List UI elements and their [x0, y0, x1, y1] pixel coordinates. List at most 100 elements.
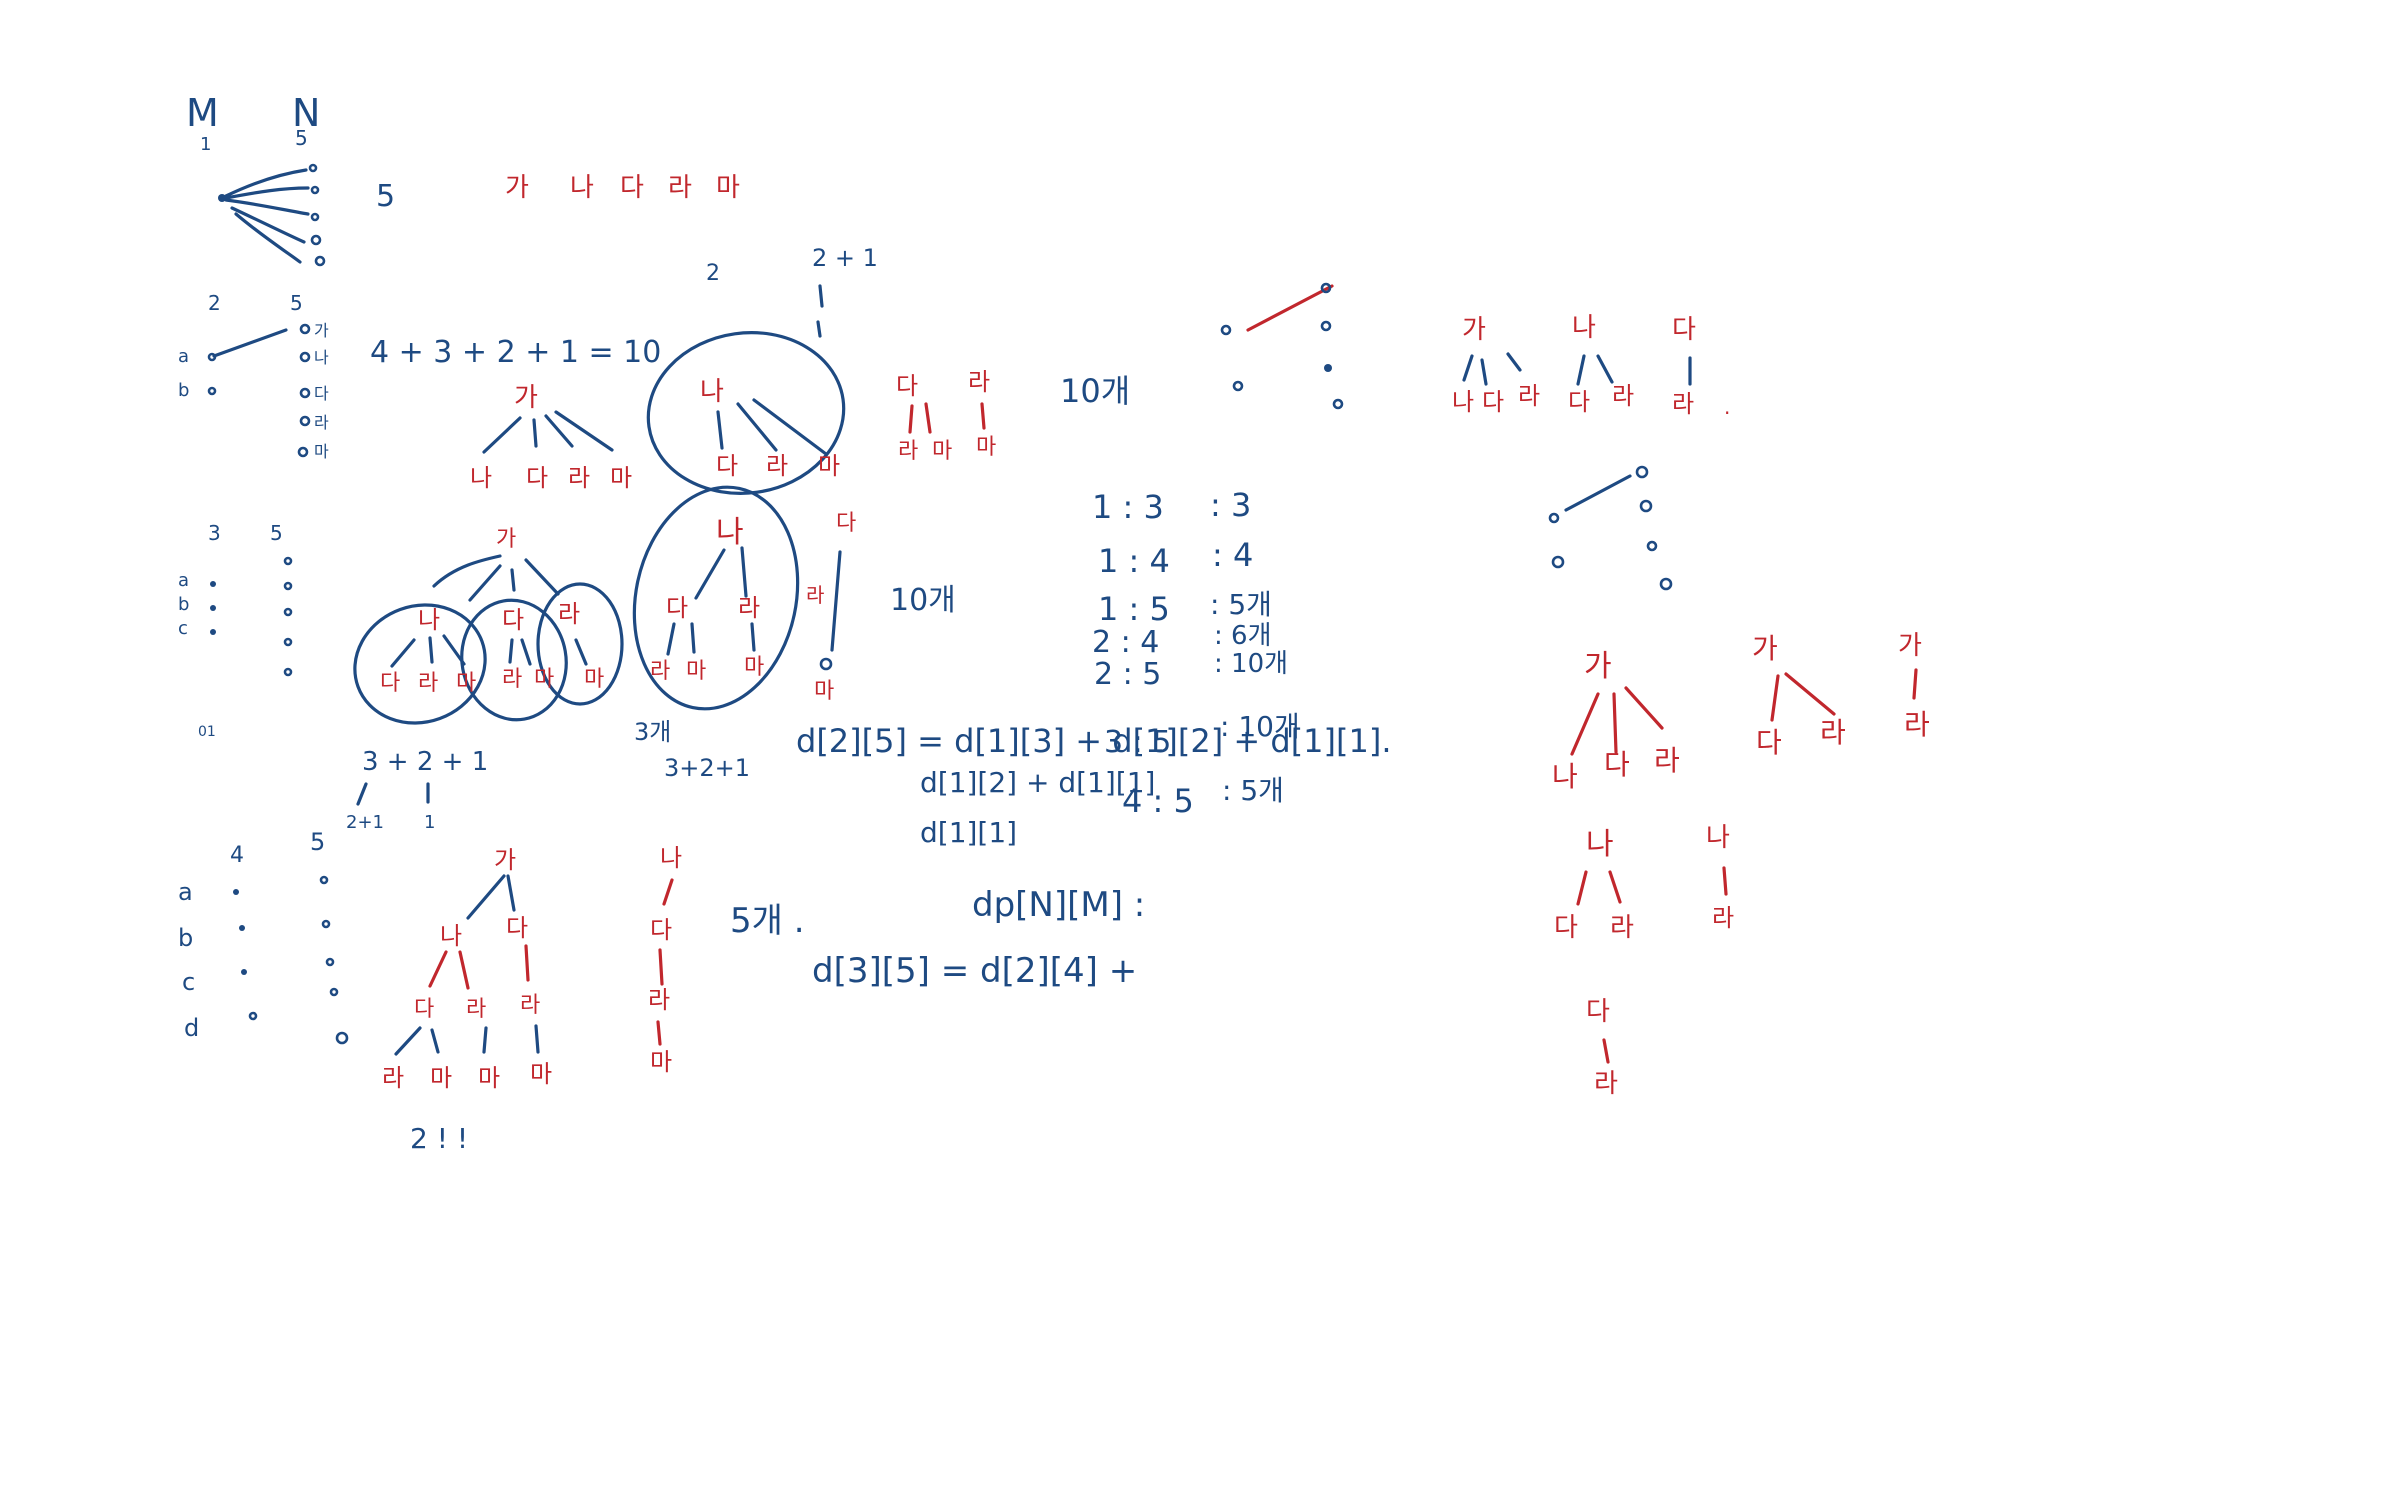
svg-text:마: 마 — [314, 442, 329, 461]
edge — [224, 186, 310, 200]
edge — [234, 212, 302, 264]
svg-text:나: 나 — [314, 348, 329, 367]
table-value: : 3 — [1210, 486, 1251, 524]
svg-text:2+1: 2+1 — [346, 812, 384, 833]
svg-text:다: 다 — [380, 671, 400, 696]
svg-text:라: 라 — [650, 659, 670, 684]
table-pair: 3 : 5 — [1104, 725, 1171, 760]
highlight-circle — [632, 485, 800, 711]
svg-text:라: 라 — [466, 997, 486, 1022]
svg-text:마: 마 — [650, 1048, 672, 1076]
factorial-note: 2 ! ! — [410, 1122, 468, 1155]
row-b: b — [178, 380, 189, 401]
svg-text:마: 마 — [932, 439, 952, 464]
source-dot — [218, 194, 226, 202]
m-value: 3 — [208, 521, 221, 545]
svg-text:다: 다 — [896, 372, 918, 400]
svg-text:다: 다 — [1672, 315, 1696, 345]
letter-na: 나 — [570, 173, 594, 203]
svg-text:다: 다 — [314, 384, 329, 403]
row-c: c — [182, 968, 195, 996]
section-3: 3 5 a b c 01 가 나 다 라 다 라 마 라 마 마 — [178, 485, 956, 833]
svg-text:마: 마 — [584, 667, 604, 692]
margin-note: 01 — [198, 724, 216, 740]
count-label: 10개 — [890, 583, 956, 618]
edge — [224, 198, 310, 216]
svg-text:라: 라 — [1612, 382, 1634, 410]
svg-text:라: 라 — [1820, 716, 1846, 749]
row-b: b — [178, 594, 189, 615]
table-pair: 1 : 3 — [1092, 488, 1164, 526]
right-bottom-diagram: 가 가 가 나 다 라 다 라 라 나 다 라 나 라 다 라 — [1548, 465, 1930, 1099]
svg-text:마: 마 — [686, 659, 706, 684]
n-value: 5 — [290, 291, 303, 315]
svg-text:라: 라 — [1610, 913, 1634, 943]
svg-text:마: 마 — [818, 452, 840, 480]
formula-block: d[2][5] = d[1][3] + d[1][2] + d[1][1]. d… — [796, 722, 1392, 991]
svg-text:라: 라 — [558, 600, 580, 628]
svg-text:라: 라 — [314, 413, 329, 432]
label-m: M — [186, 91, 219, 135]
svg-text:다: 다 — [502, 606, 524, 634]
svg-text:나: 나 — [1706, 823, 1730, 853]
svg-text:마: 마 — [744, 655, 764, 680]
circled-root: 나 — [700, 377, 724, 407]
svg-text:나: 나 — [1572, 313, 1596, 343]
svg-text:라: 라 — [648, 986, 670, 1014]
svg-text:다: 다 — [506, 914, 528, 942]
svg-text:다: 다 — [1586, 997, 1610, 1027]
svg-text:다: 다 — [1554, 913, 1578, 943]
svg-text:1: 1 — [424, 812, 435, 833]
n-value: 5 — [295, 126, 308, 150]
svg-text:라: 라 — [520, 993, 540, 1018]
crossed-note: 3개 — [634, 718, 671, 746]
section-1: M N 1 5 5 가 나 다 라 마 — [186, 91, 740, 267]
svg-text:다: 다 — [650, 916, 672, 944]
right-top-diagram: 가 나 다 나 다 라 다 라 라 . — [1220, 282, 1730, 419]
group-circle — [353, 603, 487, 725]
row-c: c — [178, 618, 188, 639]
svg-text:가: 가 — [314, 321, 329, 340]
svg-text:마: 마 — [456, 671, 476, 696]
svg-text:마: 마 — [976, 435, 996, 460]
edge — [230, 206, 306, 244]
row-a: a — [178, 570, 189, 591]
svg-text:라: 라 — [1594, 1069, 1618, 1099]
edge — [212, 328, 288, 358]
svg-text:마: 마 — [478, 1064, 500, 1092]
row-d: d — [184, 1014, 199, 1042]
table-pair: 4 : 5 — [1122, 782, 1194, 820]
letter-ga: 가 — [505, 173, 529, 203]
n-value: 5 — [270, 521, 283, 545]
count-label: 5 — [376, 179, 395, 214]
svg-text:라: 라 — [738, 594, 760, 622]
svg-text:나: 나 — [660, 844, 682, 872]
svg-text:라: 라 — [382, 1064, 404, 1092]
table-pair: 2 : 5 — [1094, 657, 1161, 692]
svg-text:가: 가 — [1752, 632, 1778, 665]
ratio-table: 1 : 3 : 3 1 : 4 : 4 1 : 5 : 5개 2 : 4 : 6… — [1092, 486, 1300, 820]
svg-text:나: 나 — [1552, 760, 1578, 793]
svg-text:나: 나 — [418, 606, 440, 634]
svg-text:라: 라 — [1672, 390, 1694, 418]
svg-text:가: 가 — [1898, 631, 1922, 661]
m-value: 2 — [208, 291, 221, 315]
formula-line-2: d[1][2] + d[1][1] — [920, 766, 1155, 799]
svg-text:다: 다 — [1482, 388, 1504, 416]
right-note: 2 + 1 — [812, 244, 878, 272]
tree-root: 가 — [514, 383, 538, 413]
row-b: b — [178, 924, 193, 952]
group-circle — [536, 582, 624, 706]
section-2: 2 5 a b 가 나 다 라 마 4 + 3 + 2 + 1 = 10 가 나… — [178, 244, 1130, 495]
count-label: 5개 . — [730, 901, 805, 941]
svg-text:나: 나 — [1452, 388, 1474, 416]
sum-equation: 4 + 3 + 2 + 1 = 10 — [370, 335, 661, 370]
table-value: : 4 — [1212, 536, 1253, 574]
svg-text:다: 다 — [1604, 748, 1630, 781]
count-label: 10개 — [1060, 372, 1130, 410]
svg-text:다: 다 — [836, 511, 856, 536]
table-pair: 2 : 4 — [1092, 625, 1159, 660]
svg-text:마: 마 — [430, 1064, 452, 1092]
svg-text:라: 라 — [1654, 744, 1680, 777]
